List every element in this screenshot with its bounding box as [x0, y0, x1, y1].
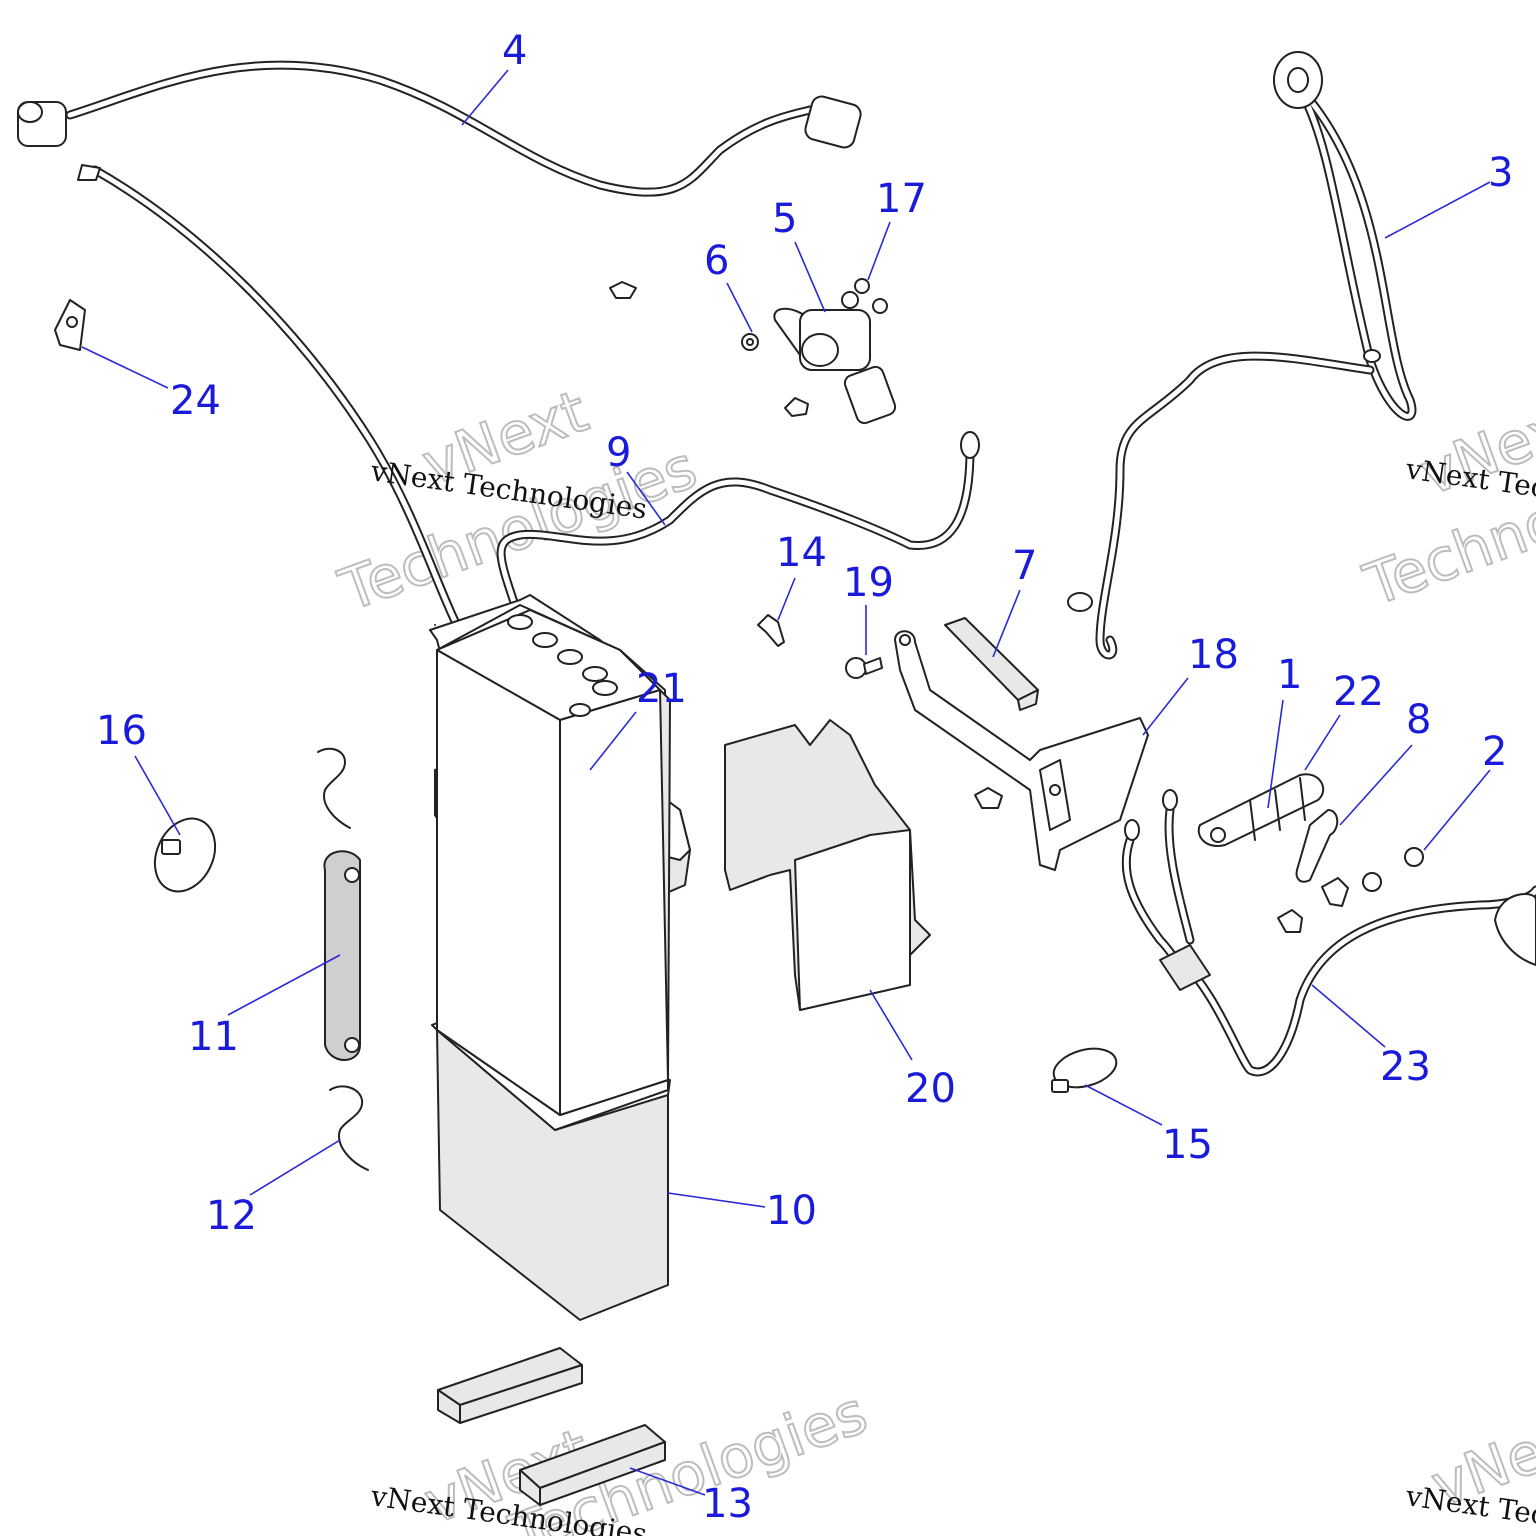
- part-15-tie: [1051, 1047, 1118, 1093]
- leader-11: [227, 954, 341, 1016]
- part-24-clip: [54, 299, 86, 351]
- leader-17: [867, 221, 891, 281]
- part-13-pads: [437, 1347, 666, 1506]
- part-3-cable: [1067, 51, 1417, 660]
- part-19-screw: [845, 657, 883, 679]
- leader-3: [1384, 181, 1491, 239]
- callout-14: 14: [776, 530, 827, 576]
- callout-20: 20: [905, 1066, 956, 1112]
- leader-10: [667, 1192, 766, 1208]
- leader-18: [1142, 677, 1189, 736]
- leader-7: [992, 589, 1021, 658]
- leader-9: [626, 471, 666, 526]
- part-18-bracket: [894, 630, 1149, 871]
- part-14-screw: [757, 614, 785, 647]
- callout-17: 17: [876, 176, 927, 222]
- leader-13: [629, 1467, 706, 1496]
- callout-12: 12: [206, 1193, 257, 1239]
- leader-5: [794, 241, 826, 313]
- leader-4: [461, 69, 509, 126]
- callout-21: 21: [636, 666, 687, 712]
- leader-24: [81, 346, 169, 389]
- leader-8: [1339, 744, 1413, 826]
- callout-10: 10: [766, 1188, 817, 1234]
- callout-23: 23: [1380, 1044, 1431, 1090]
- leader-21: [589, 711, 637, 771]
- callout-4: 4: [502, 28, 527, 74]
- callout-15: 15: [1162, 1122, 1213, 1168]
- callout-13: 13: [702, 1481, 753, 1527]
- leader-20: [869, 989, 913, 1061]
- fastener-nut-17: [854, 278, 888, 314]
- callout-1: 1: [1277, 652, 1302, 698]
- part-1-terminal-block: [1197, 773, 1325, 847]
- callout-19: 19: [843, 560, 894, 606]
- part-11-strap: [323, 850, 361, 1061]
- leader-2: [1423, 769, 1491, 851]
- callout-22: 22: [1333, 669, 1384, 715]
- fastener-screw: [609, 281, 809, 417]
- callout-8: 8: [1406, 697, 1431, 743]
- callout-11: 11: [188, 1014, 239, 1060]
- leader-23: [1311, 984, 1386, 1048]
- fastener-bolt-6: [741, 333, 759, 351]
- part-10-battery: [429, 594, 671, 1321]
- leader-1: [1267, 699, 1284, 809]
- leader-22: [1304, 714, 1341, 771]
- callout-7: 7: [1012, 543, 1037, 589]
- callout-2: 2: [1482, 729, 1507, 775]
- callout-9: 9: [606, 430, 631, 476]
- part-12-clip-lower: [329, 1085, 369, 1171]
- callout-24: 24: [170, 378, 221, 424]
- part-12-clip-upper: [317, 747, 351, 829]
- callout-3: 3: [1488, 150, 1513, 196]
- callouts: 1 2 3 4 5 6 7 8 9 10 11 12 13 14 15 16 1…: [96, 28, 1513, 1527]
- callout-5: 5: [772, 196, 797, 242]
- part-8-link: [1295, 809, 1339, 883]
- part-7-pad: [944, 617, 1039, 711]
- part-4-cable: [17, 60, 862, 197]
- callout-6: 6: [704, 238, 729, 284]
- part-5-solenoid: [773, 291, 897, 425]
- leader-16: [134, 755, 181, 836]
- leader-12: [249, 1139, 341, 1196]
- leader-6: [726, 282, 753, 333]
- part-2-nut: [1277, 847, 1424, 933]
- callout-16: 16: [96, 708, 147, 754]
- part-23-harness: [1121, 789, 1536, 1077]
- leader-lines: [81, 69, 1491, 1496]
- callout-18: 18: [1188, 632, 1239, 678]
- part-20-shield: [724, 719, 931, 1011]
- leader-15: [1084, 1084, 1163, 1126]
- part-16-tie: [153, 817, 217, 893]
- leader-14: [777, 577, 796, 621]
